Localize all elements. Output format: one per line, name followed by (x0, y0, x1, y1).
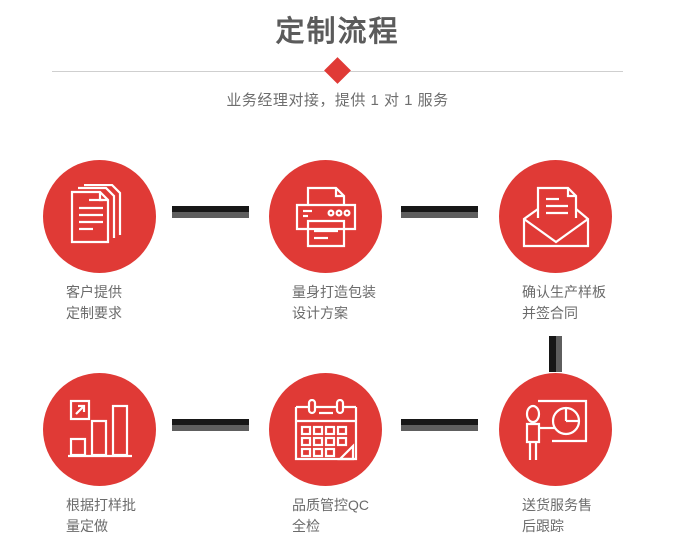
step-1-circle (43, 160, 156, 273)
bar-chart-growth-icon (67, 399, 132, 457)
step-6-circle (499, 373, 612, 486)
connector-2-to-3 (401, 206, 478, 218)
header-divider (52, 57, 623, 84)
connector-bar-gray (172, 212, 249, 218)
connector-1-to-2 (172, 206, 249, 218)
page-title: 定制流程 (275, 16, 400, 48)
step-6-label: 送货服务售 后跟踪 (522, 497, 592, 534)
step-5-label: 品质管控QC 全检 (292, 497, 369, 534)
connector-bar-gray (172, 425, 249, 431)
step-3-label: 确认生产样板 并签合同 (522, 284, 606, 321)
header: 定制流程 业务经理对接，提供 1 对 1 服务 (0, 0, 675, 130)
step-4-label: 根据打样批 量定做 (66, 497, 136, 534)
connector-bar-dark (401, 206, 478, 212)
open-envelope-letter-icon (522, 186, 589, 247)
presenter-pie-chart-icon (525, 399, 587, 460)
connector-3-to-4 (549, 336, 562, 372)
printer-icon (295, 186, 356, 247)
step-4-circle (43, 373, 156, 486)
step-5-circle (269, 373, 382, 486)
connector-4-to-5 (172, 419, 249, 431)
calendar-check-icon (294, 398, 357, 460)
step-3-circle (499, 160, 612, 273)
connector-bar-dark (549, 336, 556, 372)
connector-bar-dark (172, 419, 249, 425)
connector-bar-gray (401, 212, 478, 218)
connector-bar-gray (556, 336, 562, 372)
connector-bar-gray (401, 425, 478, 431)
step-2-circle (269, 160, 382, 273)
connector-bar-dark (172, 206, 249, 212)
page-subtitle: 业务经理对接，提供 1 对 1 服务 (226, 92, 449, 109)
step-1-label: 客户提供 定制要求 (66, 284, 122, 321)
step-2-label: 量身打造包装 设计方案 (292, 284, 376, 321)
connector-5-to-6 (401, 419, 478, 431)
connector-bar-dark (401, 419, 478, 425)
documents-icon (70, 183, 121, 243)
